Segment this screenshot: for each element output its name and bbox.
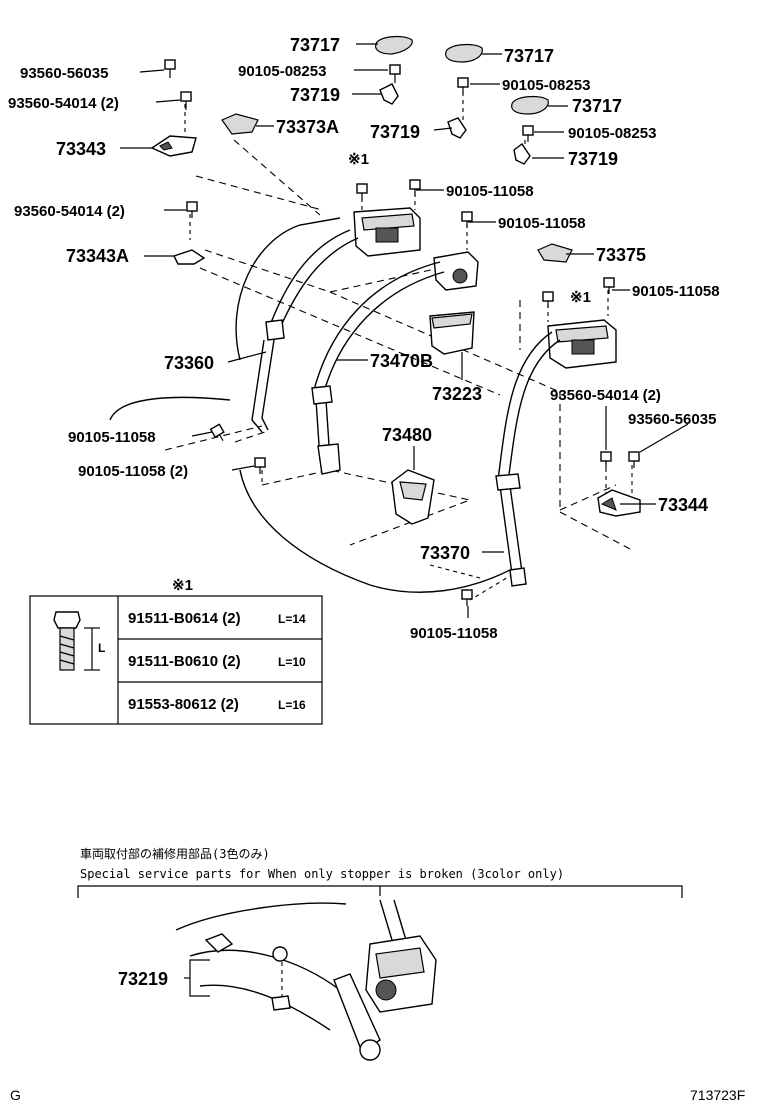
label-93560-54014-a: 93560-54014 (2) [8, 95, 119, 112]
cover-73717-b [445, 43, 483, 63]
label-73343A: 73343A [66, 246, 129, 266]
bolt-length-table: ※1 L 91511-B0614 (2) L=14 91511-B0610 (2… [29, 577, 323, 725]
label-73343: 73343 [56, 139, 106, 159]
special-service-section: 車両取付部の補修用部品(3色のみ) Special service parts … [77, 846, 683, 1061]
belt-73360 [251, 229, 359, 433]
bolt-illustration-icon [53, 611, 100, 671]
cover-73717-c [511, 95, 549, 115]
label-73719-b: 73719 [370, 122, 420, 142]
note-japanese: 車両取付部の補修用部品(3色のみ) [80, 846, 270, 861]
bolt-90105-11058-d [209, 423, 225, 441]
clip-73719-a [379, 83, 399, 105]
label-73717-b: 73717 [504, 46, 554, 66]
part-labels: 73717 73717 73717 90105-08253 90105-0825… [8, 35, 720, 642]
label-73344: 73344 [658, 495, 708, 515]
table-row-1-length: L=14 [278, 612, 306, 626]
label-93560-54014-c: 93560-54014 (2) [550, 387, 661, 404]
cover-73717-a [375, 35, 413, 55]
label-90105-08253-c: 90105-08253 [568, 125, 656, 142]
bracket-73344 [597, 489, 641, 517]
bolt-90105-11058-a [409, 179, 421, 196]
bolt-93560-54014-a [180, 91, 192, 110]
table-row-3-part: 91553-80612 (2) [128, 696, 239, 713]
note-english: Special service parts for When only stop… [80, 867, 564, 881]
label-73223: 73223 [432, 384, 482, 404]
clip-73719-b [447, 117, 467, 139]
clip-73719-c [513, 142, 531, 165]
bolt-90105-11058-c [603, 277, 615, 294]
bolt-93560-54014-b [186, 201, 198, 218]
bolt-93560-54014-c [600, 451, 612, 468]
belt-routing-curves [109, 217, 511, 593]
label-90105-11058-c: 90105-11058 [632, 283, 720, 300]
footer-left-code: G [10, 1087, 21, 1103]
label-90105-11058-a: 90105-11058 [446, 183, 534, 200]
label-90105-11058-e: 90105-11058 [410, 625, 498, 642]
label-73719-a: 73719 [290, 85, 340, 105]
label-93560-56035-b: 93560-56035 [628, 411, 716, 428]
cover-73373A [221, 113, 259, 135]
table-title: ※1 [172, 577, 193, 594]
table-row-1-part: 91511-B0614 (2) [128, 610, 241, 627]
belt-73370 [495, 331, 561, 587]
retractor-left [353, 207, 421, 257]
bolt-90105-08253-b [457, 77, 469, 94]
anchor-cover-73343A [173, 249, 206, 265]
label-73370: 73370 [420, 543, 470, 563]
label-73480: 73480 [382, 425, 432, 445]
retractor-box-73223 [429, 311, 475, 355]
table-row-2-length: L=10 [278, 655, 306, 669]
label-90105-11058-d: 90105-11058 [68, 429, 156, 446]
label-73375: 73375 [596, 245, 646, 265]
cover-73375 [537, 243, 573, 263]
footer-illustration-number: 713723F [690, 1087, 745, 1103]
label-73717-a: 73717 [290, 35, 340, 55]
label-73717-c: 73717 [572, 96, 622, 116]
label-73470B: 73470B [370, 351, 433, 371]
bolt-icons [164, 59, 640, 606]
stopper-assembly-illustration [175, 899, 437, 1061]
label-ref1-b: ※1 [570, 289, 591, 306]
footer: G 713723F [10, 1087, 745, 1103]
bolt-90105-11058-2 [254, 457, 266, 474]
belt-73470B [311, 261, 445, 475]
label-73373A: 73373A [276, 117, 339, 137]
label-90105-11058-2: 90105-11058 (2) [78, 463, 188, 480]
bolt-93560-56035-a [164, 59, 176, 78]
retractor-right [547, 319, 617, 369]
label-90105-11058-b: 90105-11058 [498, 215, 586, 232]
label-ref1-a: ※1 [348, 151, 369, 168]
anchor-cover-73343 [150, 135, 197, 157]
bolt-ref1-a [356, 183, 368, 200]
label-73719-c: 73719 [568, 149, 618, 169]
bolt-90105-08253-c [522, 125, 534, 142]
center-retractor-73470B [433, 251, 479, 291]
table-row-2-part: 91511-B0610 (2) [128, 653, 241, 670]
bolt-90105-08253-a [389, 64, 401, 83]
table-dim-label: L [98, 641, 105, 655]
label-90105-08253-a: 90105-08253 [238, 63, 326, 80]
label-93560-56035-a: 93560-56035 [20, 65, 108, 82]
bolt-ref1-b [542, 291, 554, 308]
bolt-90105-11058-b [461, 211, 473, 228]
label-93560-54014-b: 93560-54014 (2) [14, 203, 125, 220]
leader-lines [120, 43, 689, 618]
table-row-3-length: L=16 [278, 698, 306, 712]
bolt-93560-56035-b [628, 451, 640, 468]
label-90105-08253-b: 90105-08253 [502, 77, 590, 94]
bolt-90105-11058-e [461, 589, 473, 606]
label-73219: 73219 [118, 969, 168, 989]
buckle-73480 [391, 469, 435, 525]
label-73360: 73360 [164, 353, 214, 373]
